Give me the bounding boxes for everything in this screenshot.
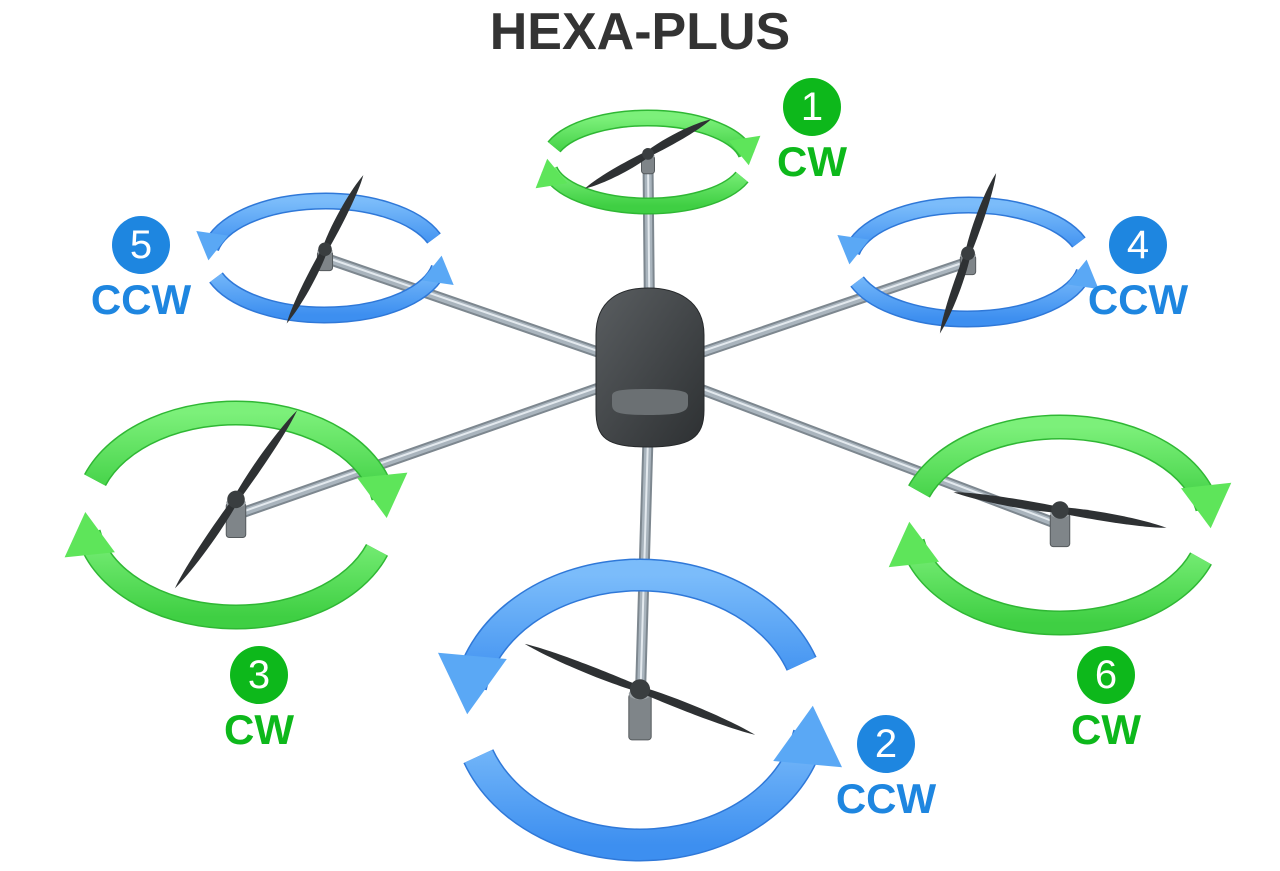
motor-6-propeller (953, 492, 1167, 528)
motor-2 (524, 643, 756, 741)
motor-1-label: 1 CW (752, 78, 872, 186)
motor-1-arrowhead-1 (728, 135, 761, 166)
motor-3-number-badge: 3 (230, 646, 288, 704)
body-highlight (612, 389, 688, 415)
motor-5-ring-2 (204, 194, 440, 251)
motor-2-direction: CCW (835, 775, 937, 822)
motor-6-number-badge: 6 (1077, 646, 1135, 704)
motor-4-arrowhead-2 (837, 235, 870, 265)
motor-1 (584, 119, 712, 189)
flight-controller-body (595, 287, 705, 448)
motor-3-arrowhead-2 (64, 512, 115, 558)
motor-3-hub (227, 490, 245, 509)
motor-4-hub (961, 246, 975, 261)
motor-3-label: 3 CW (199, 646, 319, 754)
motor-5-ring-1 (210, 265, 446, 322)
motor-3-ring-1 (85, 401, 395, 501)
motor-1-arrowhead-2 (535, 158, 568, 189)
motor-6-blade-1 (1059, 507, 1167, 528)
motor-5-direction: CCW (90, 276, 192, 323)
motor-1-ring-2 (543, 166, 748, 213)
motor-2-hub (629, 679, 651, 700)
motor-4-number-badge: 4 (1109, 216, 1167, 274)
motor-6-direction: CW (1071, 706, 1141, 753)
motor-6 (953, 492, 1167, 548)
motor-1-ring-1 (548, 111, 753, 158)
motor-5-rotation-arrow-2 (196, 192, 441, 261)
motor-4-blade-2 (939, 252, 971, 334)
motor-1-number-badge: 1 (783, 78, 841, 136)
rotation-rings-layer (64, 109, 1232, 862)
motor-4-propeller (939, 173, 997, 334)
motor-2-rotation-arrow-1 (463, 705, 842, 862)
motor-6-ring-1 (909, 415, 1219, 512)
motor-3-direction: CW (224, 706, 294, 753)
motor-2-rotation-arrow-2 (438, 558, 817, 715)
motors-layer (174, 119, 1167, 741)
motor-2-number-badge: 2 (857, 715, 915, 773)
motor-1-blade-2 (584, 151, 650, 189)
motor-5 (286, 175, 364, 324)
motor-6-rotation-arrow-1 (908, 414, 1232, 529)
motor-6-label: 6 CW (1046, 646, 1166, 754)
motor-2-arrowhead-2 (438, 652, 507, 715)
motor-2-blade-2 (524, 643, 642, 693)
motor-2-label: 2 CCW (826, 715, 946, 823)
motor-1-propeller (584, 119, 712, 189)
motor-5-arrowhead-1 (421, 255, 454, 285)
motor-4-rotation-arrow-2 (837, 196, 1086, 265)
motor-2-propeller (524, 643, 756, 735)
motor-5-label: 5 CCW (81, 216, 201, 324)
motor-4-arrowhead-1 (1066, 259, 1099, 289)
motor-4-rotation-arrow-1 (850, 259, 1099, 328)
motor-6-arrowhead-1 (1181, 482, 1232, 529)
motor-2-can (628, 693, 652, 741)
arm-3-highlight (235, 368, 651, 515)
arms-layer (230, 156, 1066, 716)
motor-3 (174, 410, 298, 589)
body-layer (595, 287, 705, 448)
motor-1-blade-1 (646, 119, 712, 157)
motor-4-label: 4 CCW (1078, 216, 1198, 324)
motor-5-propeller (286, 175, 364, 324)
motor-3-blade-1 (233, 410, 298, 502)
motor-5-blade-2 (286, 247, 328, 324)
motor-3-blade-2 (174, 497, 239, 589)
motor-4-ring-1 (851, 269, 1091, 326)
motor-5-rotation-arrow-1 (209, 255, 454, 324)
motor-1-direction: CW (777, 138, 847, 185)
motor-5-arrowhead-2 (196, 231, 229, 261)
motor-4 (939, 173, 997, 334)
motor-5-hub (318, 242, 332, 257)
motor-3-propeller (174, 410, 298, 589)
motor-5-number-badge: 5 (112, 216, 170, 274)
motor-6-rotation-arrow-2 (888, 521, 1212, 636)
motor-6-hub (1051, 501, 1069, 519)
motor-1-hub (642, 148, 654, 160)
diagram-title: HEXA-PLUS (489, 3, 791, 61)
motor-4-ring-2 (845, 198, 1085, 255)
motor-6-ring-2 (901, 538, 1211, 635)
motor-4-blade-1 (965, 173, 997, 255)
motor-1-rotation-arrow-1 (547, 109, 761, 166)
motor-3-rotation-arrow-1 (83, 400, 408, 518)
motor-1-rotation-arrow-2 (535, 158, 749, 215)
motor-6-arrowhead-2 (888, 521, 939, 568)
motor-3-rotation-arrow-2 (64, 512, 389, 630)
motor-2-arrowhead-1 (773, 705, 842, 768)
motor-3-arrowhead-1 (357, 472, 408, 518)
motor-6-blade-2 (953, 492, 1061, 513)
motor-4-direction: CCW (1087, 276, 1189, 323)
motor-2-blade-1 (638, 686, 756, 735)
motor-2-ring-2 (455, 560, 816, 691)
motor-2-ring-1 (464, 729, 825, 860)
motor-5-blade-1 (322, 175, 364, 251)
motor-3-ring-2 (77, 529, 387, 629)
